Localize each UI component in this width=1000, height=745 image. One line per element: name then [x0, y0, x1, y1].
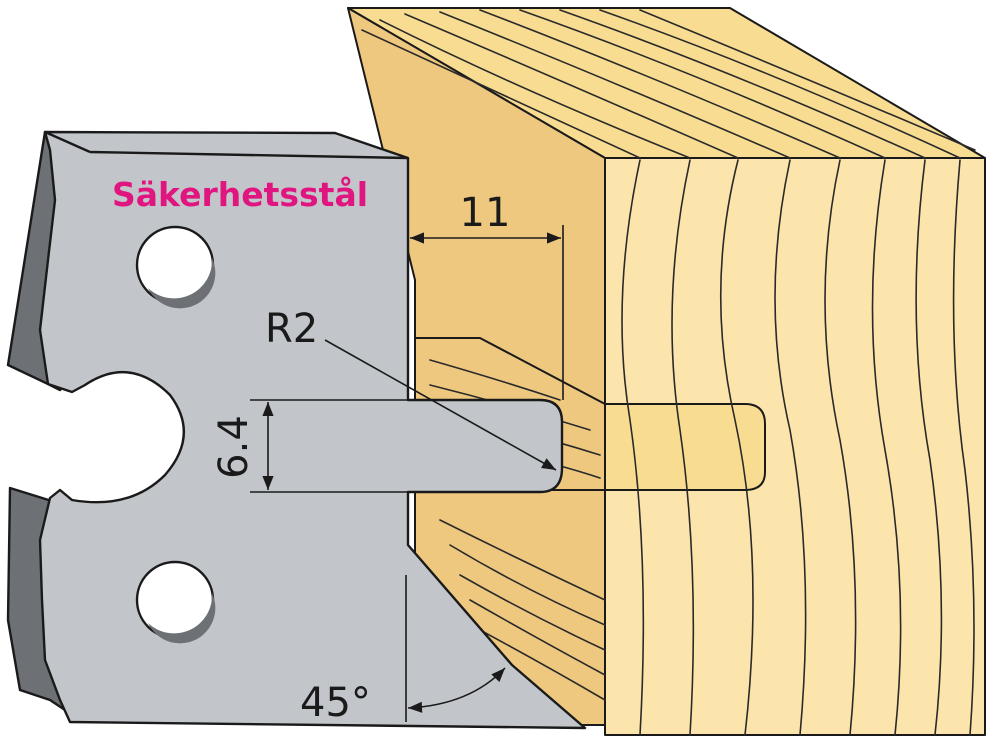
- wood-workpiece: [347, 7, 986, 736]
- radius-dim-label: R2: [265, 306, 318, 352]
- wood-end-face: [604, 157, 986, 736]
- steel-grade-label: Säkerhetsstål: [112, 175, 368, 214]
- angle-arc: [407, 667, 506, 713]
- width-dim-label: 11: [460, 190, 511, 236]
- height-dim-label: 6.4: [211, 415, 257, 479]
- angle-dim-label: 45°: [300, 680, 371, 726]
- radius-leader: [324, 339, 557, 471]
- knife-edge-line: [44, 130, 409, 160]
- wood-grain: [361, 9, 976, 736]
- wood-groove: [604, 403, 766, 491]
- steel-knife: [6, 130, 587, 730]
- dimensions: [250, 225, 564, 722]
